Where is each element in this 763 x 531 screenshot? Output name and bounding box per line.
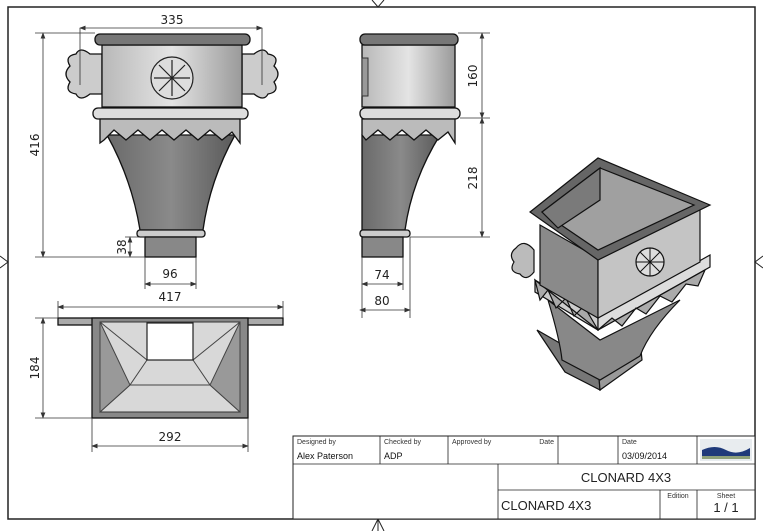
zigzag-skirt: [99, 118, 241, 145]
beaded-rim: [94, 33, 251, 46]
drawing-title: CLONARD 4X3: [581, 470, 671, 485]
approved-date-label: Date: [539, 439, 554, 446]
dim-160: 160: [466, 65, 480, 88]
dim-74: 74: [374, 268, 389, 282]
side-funnel: [361, 134, 442, 231]
side-view: [359, 33, 461, 258]
title-block: Designed by Alex Paterson Checked by ADP…: [292, 435, 756, 520]
funnel: [105, 134, 237, 231]
band: [92, 107, 249, 120]
side-rim: [359, 33, 459, 46]
right-lug: [241, 49, 279, 99]
side-body: [361, 44, 456, 108]
designed-by-value: Alex Paterson: [297, 451, 353, 461]
edition-label: Edition: [667, 493, 689, 500]
dim-96: 96: [162, 267, 177, 281]
dim-38: 38: [115, 239, 129, 254]
date-value: 03/09/2014: [622, 451, 667, 461]
dim-184: 184: [28, 357, 42, 380]
drawing-name: CLONARD 4X3: [501, 498, 591, 513]
left-lug: [65, 49, 103, 99]
date-label: Date: [622, 439, 637, 446]
dim-335: 335: [161, 13, 184, 27]
checked-by-label: Checked by: [384, 439, 421, 446]
dim-80: 80: [374, 294, 389, 308]
dim-218: 218: [466, 167, 480, 190]
dim-417: 417: [159, 290, 182, 304]
approved-by-label: Approved by: [452, 439, 492, 446]
outlet: [144, 236, 197, 258]
company-logo: [700, 439, 752, 461]
side-band: [359, 107, 461, 120]
top-view: [57, 317, 284, 419]
side-view-dimensions: 160 218 74 80: [359, 32, 490, 318]
top-view-dimensions: 417 184 292: [28, 290, 284, 452]
isometric-view: [510, 157, 712, 392]
collar: [136, 229, 206, 238]
dim-292: 292: [159, 430, 182, 444]
outlet-opening: [146, 322, 194, 361]
sheet-label: Sheet: [717, 493, 735, 500]
sheet-value: 1 / 1: [713, 500, 738, 515]
iso-lug: [510, 242, 535, 279]
rosette-icon: [150, 56, 194, 100]
checked-by-value: ADP: [384, 451, 403, 461]
front-view: [65, 33, 279, 258]
front-view-dimensions: 335 416 38 96: [28, 13, 263, 289]
designed-by-label: Designed by: [297, 439, 336, 446]
side-skirt: [361, 118, 456, 146]
dim-416: 416: [28, 134, 42, 157]
